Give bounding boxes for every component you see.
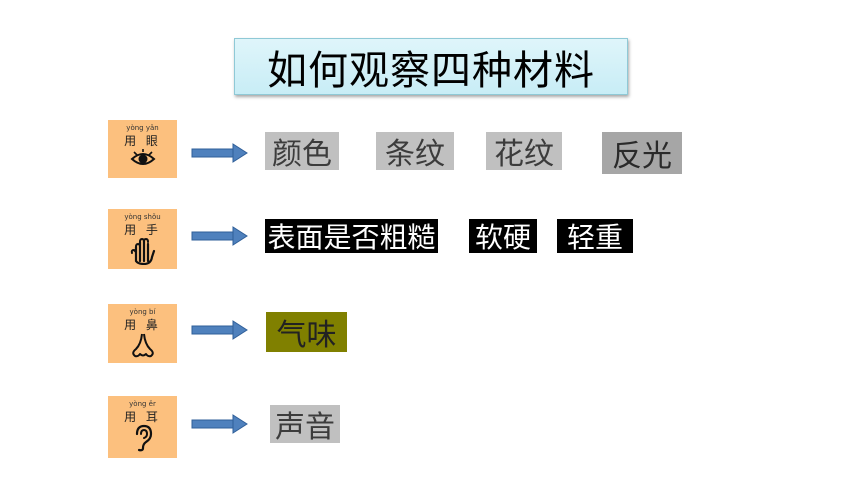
property-tag: 气味: [266, 312, 347, 353]
pinyin-label: yòng ěr: [129, 400, 156, 408]
property-tag: 声音: [270, 405, 340, 445]
sense-card-nose: yòng bí 用 鼻: [108, 304, 177, 363]
pinyin-label: yòng bí: [129, 308, 156, 316]
arrow-icon: [191, 320, 248, 340]
property-tag: 软硬: [469, 219, 537, 254]
nose-icon: [132, 333, 154, 358]
eye-icon: [130, 149, 156, 165]
property-tag: 反光: [602, 132, 682, 174]
sense-card-ear: yòng ěr 用 耳: [108, 396, 177, 458]
property-tag: 表面是否粗糙: [265, 219, 438, 254]
ear-icon: [135, 424, 153, 452]
hanzi-label: 用 鼻: [124, 318, 161, 332]
hand-icon: [130, 237, 156, 265]
pinyin-label: yòng yǎn: [126, 124, 159, 132]
property-tag: 颜色: [265, 132, 339, 172]
sense-card-hand: yòng shǒu 用 手: [108, 209, 177, 269]
arrow-icon: [191, 414, 248, 434]
property-tag: 花纹: [486, 132, 562, 172]
arrow-icon: [191, 226, 248, 246]
hanzi-label: 用 手: [124, 223, 161, 237]
property-tag: 条纹: [376, 132, 454, 172]
hanzi-label: 用 眼: [124, 134, 161, 148]
property-tag: 轻重: [557, 219, 633, 254]
arrow-icon: [191, 143, 248, 163]
slide-title: 如何观察四种材料: [234, 38, 628, 95]
pinyin-label: yòng shǒu: [124, 213, 161, 221]
hanzi-label: 用 耳: [124, 410, 161, 424]
sense-card-eye: yòng yǎn 用 眼: [108, 120, 177, 178]
